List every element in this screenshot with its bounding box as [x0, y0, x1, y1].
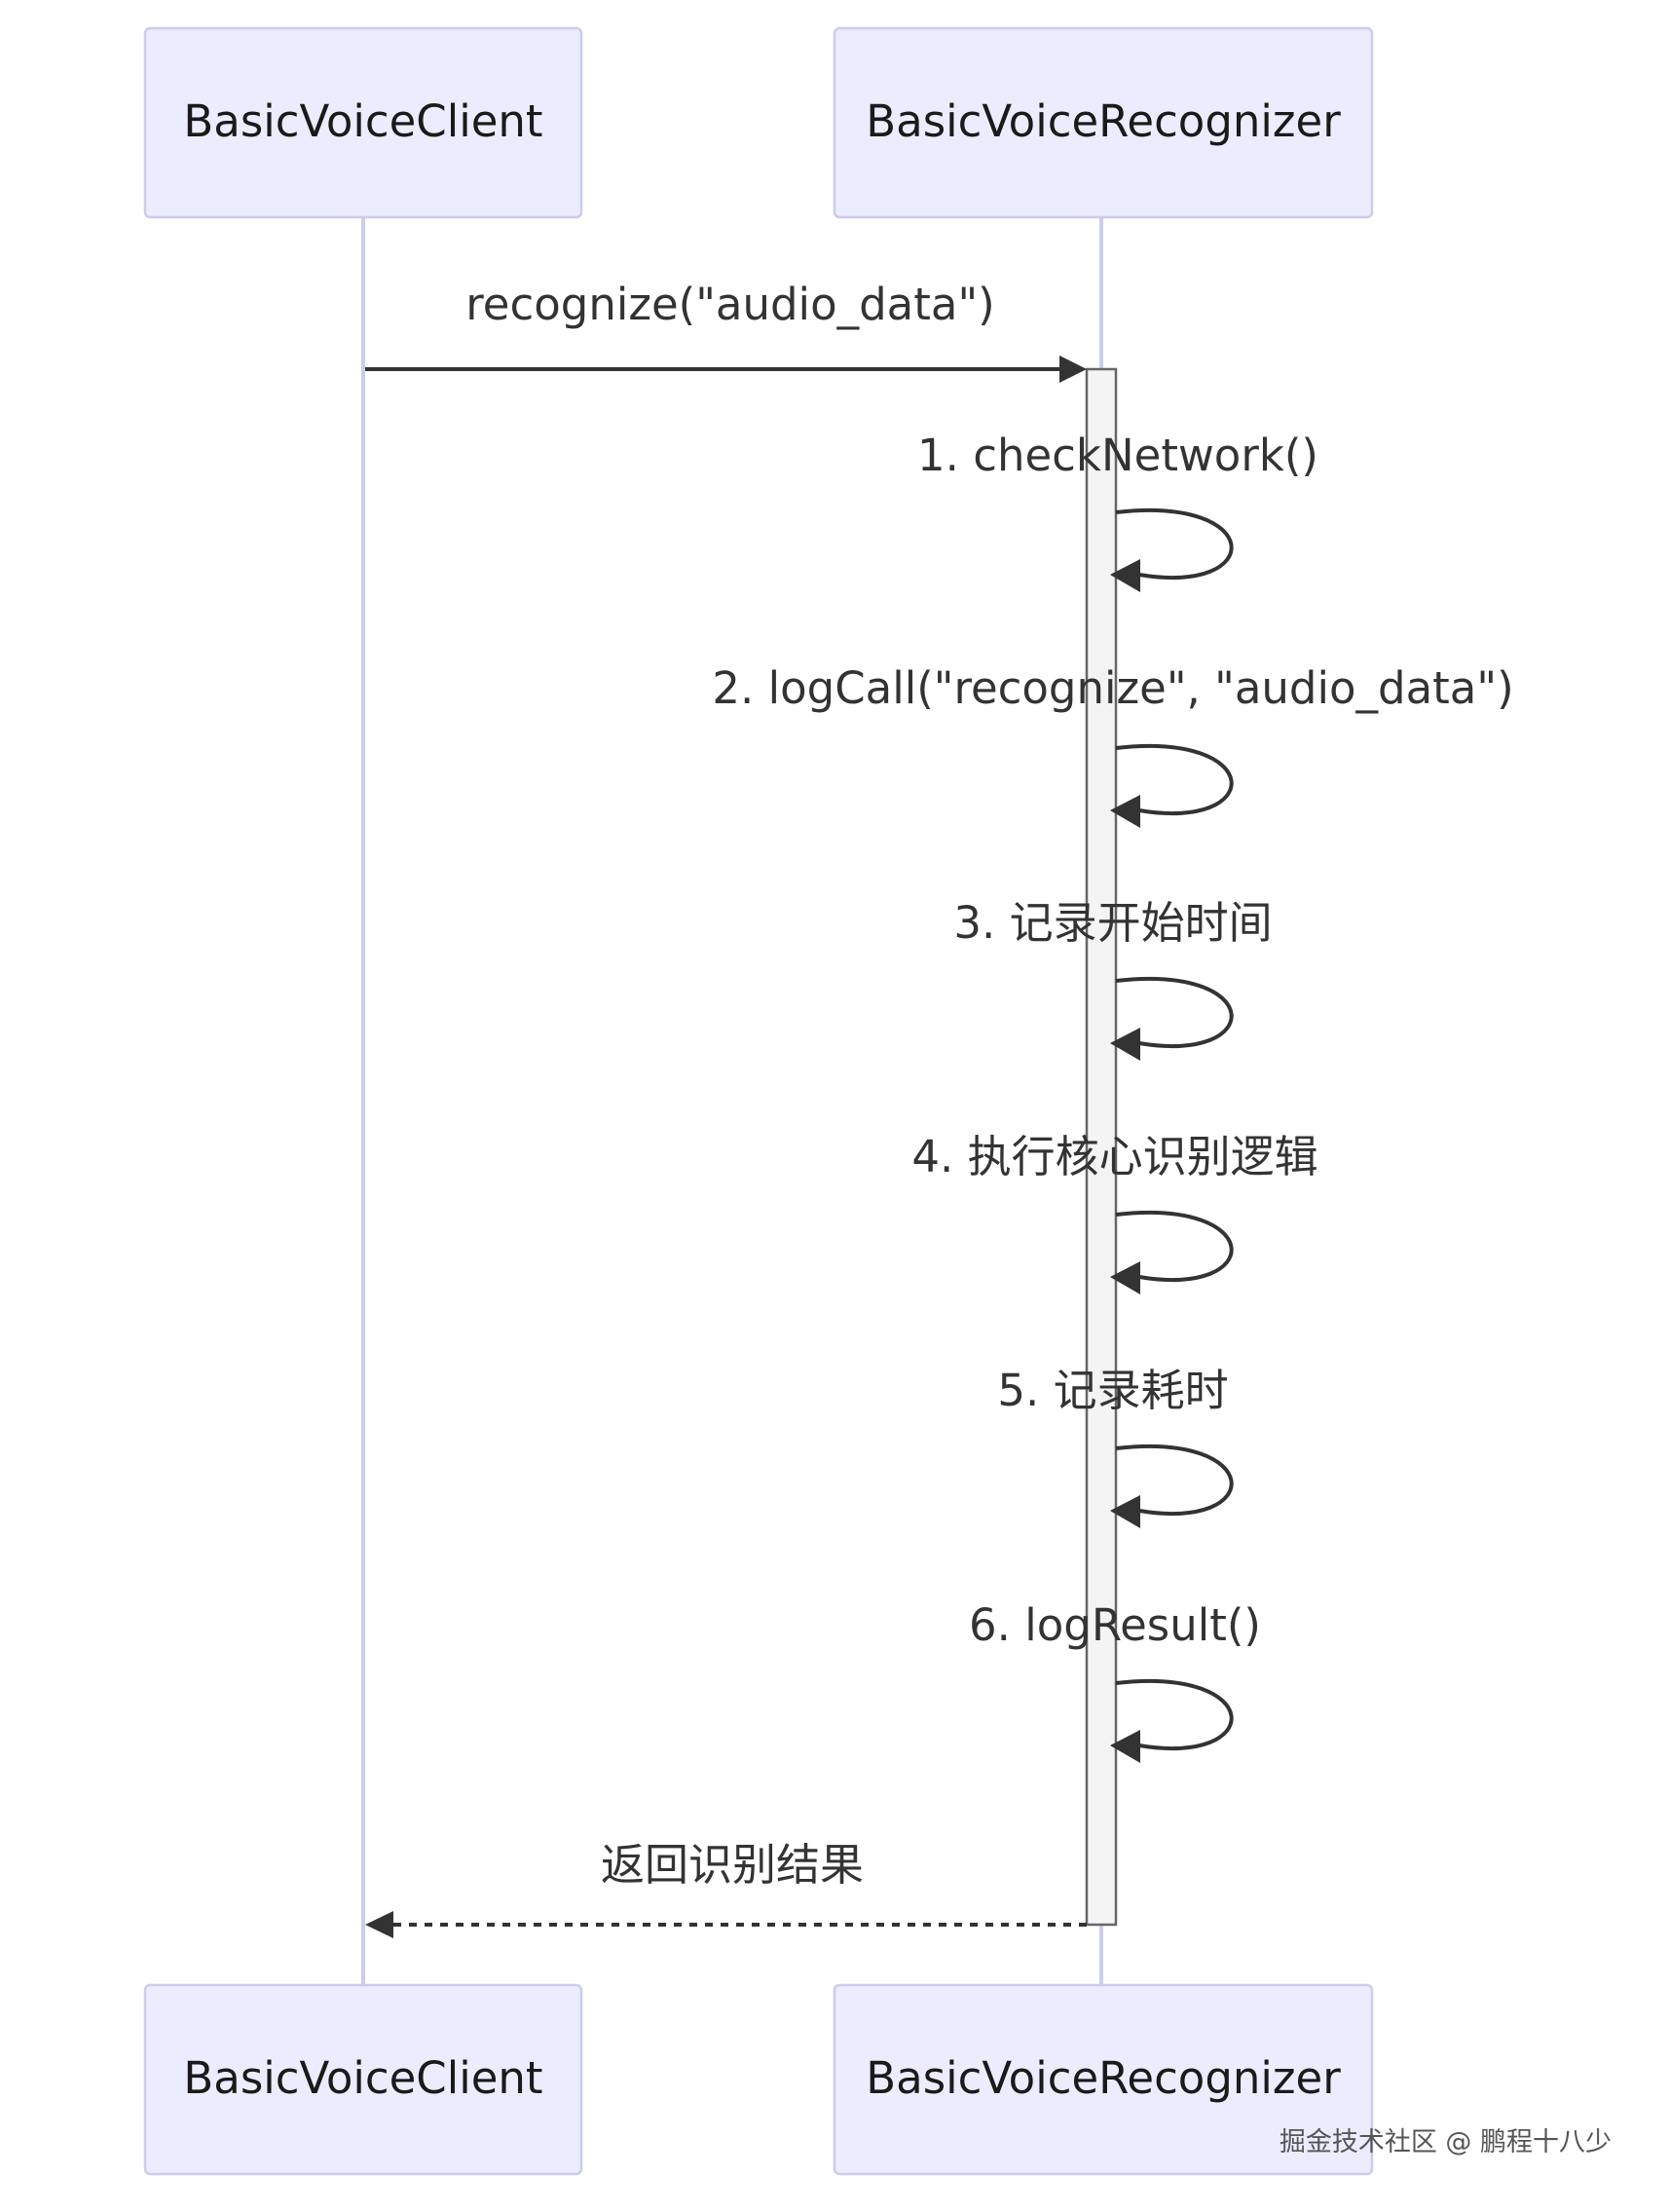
participant-recognizer-top-label: BasicVoiceRecognizer [866, 95, 1341, 147]
self-message-5: 5. 记录耗时 [997, 1365, 1234, 1528]
self-message-6: 6. logResult() [969, 1599, 1261, 1763]
arrowhead [1110, 1730, 1140, 1763]
arrowhead [1059, 356, 1087, 383]
participant-client-bottom: BasicVoiceClient [143, 1983, 583, 2176]
message-return-result: 返回识别结果 [365, 1839, 1087, 1938]
self-message-3-label: 3. 记录开始时间 [953, 897, 1272, 949]
message-recognize-call-label: recognize("audio_data") [465, 279, 994, 330]
arrowhead [1110, 559, 1140, 592]
arrowhead [1110, 1261, 1140, 1294]
self-message-1: 1. checkNetwork() [917, 430, 1318, 592]
self-message-2: 2. logCall("recognize", "audio_data") [712, 662, 1514, 828]
message-recognize-call: recognize("audio_data") [365, 279, 1087, 383]
self-message-4: 4. 执行核心识别逻辑 [911, 1131, 1318, 1294]
arrowhead [1110, 1028, 1140, 1061]
participant-client-top-label: BasicVoiceClient [183, 95, 542, 147]
participant-client-bottom-label: BasicVoiceClient [183, 2052, 542, 2104]
recognizer-activation-bar [1085, 367, 1118, 1927]
participant-client-top: BasicVoiceClient [143, 26, 583, 219]
arrowhead [1110, 1495, 1140, 1528]
self-message-2-label: 2. logCall("recognize", "audio_data") [712, 662, 1513, 714]
self-message-3: 3. 记录开始时间 [953, 897, 1273, 1061]
participant-recognizer-bottom-label: BasicVoiceRecognizer [866, 2052, 1341, 2104]
self-message-5-label: 5. 记录耗时 [997, 1365, 1228, 1416]
self-message-6-label: 6. logResult() [969, 1599, 1261, 1651]
arrowhead [365, 1911, 393, 1938]
self-message-4-label: 4. 执行核心识别逻辑 [911, 1131, 1317, 1182]
participant-recognizer-bottom: BasicVoiceRecognizer [833, 1983, 1374, 2176]
arrowhead [1110, 795, 1140, 828]
message-return-result-label: 返回识别结果 [601, 1839, 864, 1891]
participant-recognizer-top: BasicVoiceRecognizer [833, 26, 1374, 219]
self-message-1-label: 1. checkNetwork() [917, 430, 1318, 481]
watermark-text: 掘金技术社区 @ 鹏程十八少 [1280, 2127, 1612, 2157]
